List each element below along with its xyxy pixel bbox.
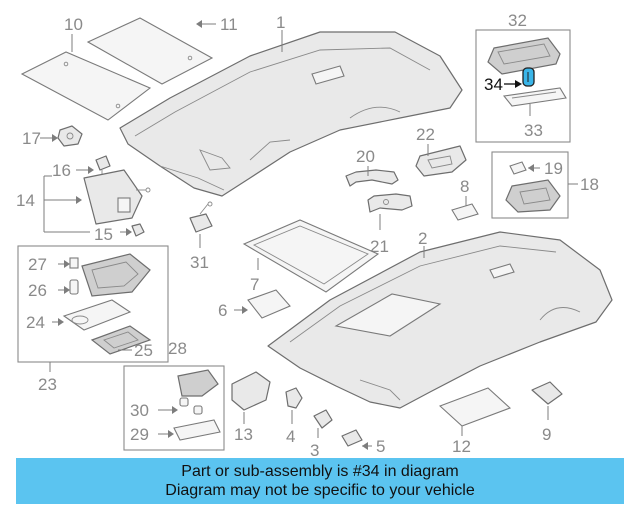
callout-21: 21 — [370, 237, 389, 256]
callout-29: 29 — [130, 425, 149, 444]
part-3-clip — [313, 409, 333, 429]
group-box-32 — [475, 29, 571, 143]
part-9-cap — [531, 381, 563, 405]
part-13-bracket — [231, 371, 271, 411]
callout-8: 8 — [460, 177, 469, 196]
callout-2: 2 — [418, 229, 427, 248]
part-18-map-lamp — [505, 179, 561, 213]
callout-25: 25 — [134, 341, 153, 360]
part-10-mat — [20, 51, 152, 121]
part-34-bulb-highlight — [522, 67, 535, 87]
group-box-23 — [17, 245, 169, 363]
callout-15: 15 — [94, 225, 113, 244]
part-22-bracket — [415, 145, 467, 177]
part-4-clip — [285, 387, 303, 409]
callout-19: 19 — [544, 159, 563, 178]
part-24-bezel — [62, 299, 132, 331]
part-23-console-unit — [81, 253, 151, 297]
part-8-pad — [451, 203, 479, 221]
callout-14: 14 — [16, 191, 35, 210]
part-16-visor-clip — [95, 155, 111, 176]
callout-5: 5 — [376, 437, 385, 456]
part-20-21-grab-handle — [345, 169, 413, 213]
callout-3: 3 — [310, 441, 319, 460]
callout-6: 6 — [218, 301, 227, 320]
part-15-visor-holder — [131, 223, 145, 237]
part-31-lamp — [189, 201, 213, 233]
part-25-lens — [90, 325, 152, 355]
part-6-pad — [247, 289, 291, 319]
part-11-cover — [86, 17, 214, 85]
banner-line-1: Part or sub-assembly is #34 in diagram — [181, 463, 459, 480]
callout-9: 9 — [542, 425, 551, 444]
callout-13: 13 — [234, 425, 253, 444]
part-17-clip — [57, 125, 83, 147]
callout-20: 20 — [356, 147, 375, 166]
callout-28: 28 — [168, 339, 187, 358]
callout-18: 18 — [580, 175, 599, 194]
callout-17: 17 — [22, 129, 41, 148]
part-14-sun-visor — [83, 169, 151, 225]
callout-4: 4 — [286, 427, 295, 446]
callout-11: 11 — [220, 15, 238, 34]
part-32-console — [487, 37, 561, 75]
callout-33: 33 — [524, 121, 543, 140]
part-26-lens — [69, 279, 79, 295]
info-banner: Part or sub-assembly is #34 in diagram D… — [16, 458, 624, 504]
part-33-lens — [502, 87, 567, 107]
callout-24: 24 — [26, 313, 45, 332]
part-29-lens — [173, 419, 221, 441]
part-27-switch — [69, 257, 79, 269]
callout-10: 10 — [64, 15, 83, 34]
callout-12: 12 — [452, 437, 471, 456]
part-19-bulb — [509, 161, 527, 175]
callout-30: 30 — [130, 401, 149, 420]
group-box-28 — [123, 365, 225, 451]
banner-line-2: Diagram may not be specific to your vehi… — [165, 482, 475, 499]
part-5-clip — [341, 429, 363, 447]
callout-16: 16 — [52, 161, 71, 180]
callout-23: 23 — [38, 375, 57, 394]
callout-22: 22 — [416, 125, 435, 144]
part-28-lamp — [177, 369, 219, 397]
part-30-bulbs — [179, 397, 203, 415]
group-box-18 — [491, 151, 569, 219]
callout-7: 7 — [250, 275, 259, 294]
callout-1: 1 — [276, 13, 285, 32]
part-1-headliner — [119, 31, 463, 197]
callout-26: 26 — [28, 281, 47, 300]
callout-27: 27 — [28, 255, 47, 274]
callout-31: 31 — [190, 253, 209, 272]
part-2-headliner-sunroof — [267, 231, 613, 409]
part-12-mat — [438, 387, 512, 427]
callout-34: 34 — [484, 75, 503, 94]
callout-32: 32 — [508, 11, 527, 30]
part-7-sunroof-frame — [242, 219, 380, 293]
